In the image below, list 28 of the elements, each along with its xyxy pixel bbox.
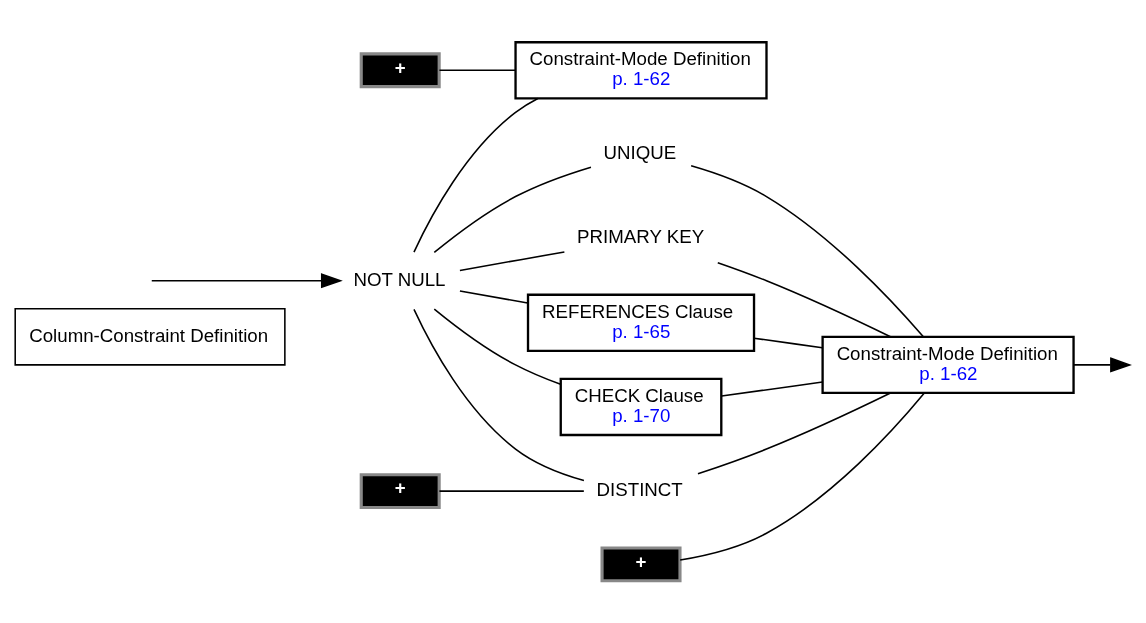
- node-box: +: [359, 473, 441, 510]
- node-box: Constraint-Mode Definition p. 1-62: [821, 335, 1075, 395]
- arrow: [1072, 357, 1132, 373]
- node-box: Constraint-Mode Definition p. 1-62: [514, 41, 768, 100]
- node-text: PRIMARY KEY: [577, 226, 705, 248]
- connector: [438, 490, 585, 492]
- node-box: +: [600, 546, 682, 583]
- node-box: +: [359, 52, 441, 89]
- connector: [459, 251, 566, 272]
- arrow: [151, 273, 343, 289]
- node-text: UNIQUE: [603, 142, 677, 164]
- connector: [413, 97, 539, 253]
- connector: [720, 381, 824, 397]
- node-text: DISTINCT: [596, 478, 683, 500]
- connector: [413, 308, 585, 482]
- connector: [697, 392, 892, 475]
- connector: [753, 337, 824, 349]
- connector: [690, 165, 924, 338]
- node-text: NOT NULL: [353, 268, 446, 290]
- connector: [717, 261, 892, 338]
- node-box: REFERENCES Clause p. 1-65: [526, 293, 756, 353]
- connector: [433, 308, 562, 386]
- node-box: CHECK Clause p. 1-70: [559, 377, 723, 437]
- connector: [459, 290, 529, 304]
- connector: [438, 69, 517, 72]
- node-box: Column-Constraint Definition: [14, 308, 286, 366]
- connector: [679, 392, 925, 561]
- connector: [433, 166, 592, 254]
